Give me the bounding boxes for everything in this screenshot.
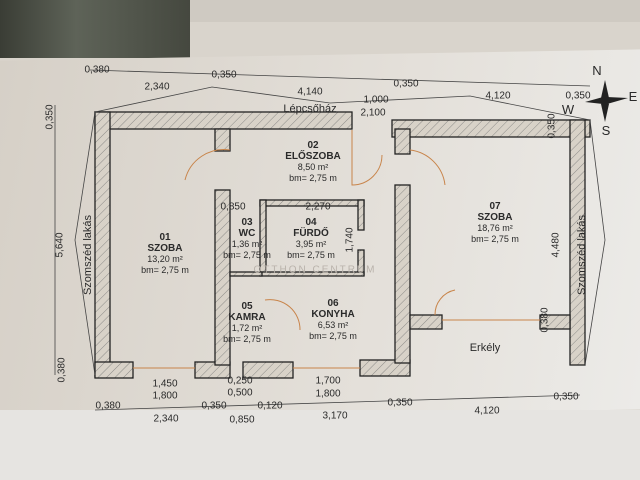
dim-label: 0,380 — [539, 307, 551, 333]
neighbor-right-label: Szomszéd lakás — [576, 214, 588, 296]
lower-sheet — [0, 410, 640, 480]
dim-label: 0,350 — [201, 400, 227, 412]
dim-label: 0,380 — [56, 357, 68, 383]
dim-label: 0,380 — [84, 64, 110, 76]
dim-label: 0,120 — [257, 400, 283, 412]
aerial-photo — [0, 0, 190, 58]
dim-label: 0,500 — [227, 387, 253, 399]
dim-label: 0,380 — [95, 400, 121, 412]
background — [190, 0, 640, 22]
compass-rose-icon — [585, 80, 628, 122]
dim-label: 0,350 — [211, 69, 237, 81]
dim-label: 0,350 — [565, 90, 591, 102]
dim-label: 0,350 — [44, 104, 56, 130]
dim-label: 4,120 — [485, 90, 511, 102]
dim-label: 0,350 — [387, 397, 413, 409]
compass-n: N — [592, 63, 602, 78]
balcony-label: Erkély — [469, 342, 501, 354]
dim-label: 3,170 — [322, 410, 348, 422]
dim-label: 0,350 — [553, 391, 579, 403]
dim-label: 2,340 — [144, 81, 170, 93]
dim-label: 1,000 — [363, 94, 389, 106]
dim-label: 1,740 — [344, 227, 356, 253]
dim-label: 0,250 — [227, 375, 253, 387]
neighbor-left-label: Szomszéd lakás — [82, 214, 94, 296]
dim-label: 4,120 — [474, 405, 500, 417]
dim-label: 5,640 — [54, 232, 66, 258]
dim-label: 1,450 — [152, 378, 178, 390]
dim-label: 1,800 — [152, 390, 178, 402]
compass-e: E — [628, 89, 638, 104]
dim-label: 0,850 — [229, 414, 255, 426]
stair-label: Lépcsőház — [283, 103, 337, 115]
dim-label: 0,850 — [220, 201, 246, 213]
dim-label: 2,340 — [153, 413, 179, 425]
dim-label: 0,350 — [546, 113, 558, 139]
watermark: OTTHON CENTRUM — [253, 264, 377, 276]
compass-s: S — [601, 123, 611, 138]
dim-label: 2,100 — [360, 107, 386, 119]
dim-label: 4,140 — [297, 86, 323, 98]
dim-label: 2,270 — [305, 201, 331, 213]
dim-label: 0,350 — [393, 78, 419, 90]
dim-label: 1,800 — [315, 388, 341, 400]
dim-label: 4,480 — [550, 232, 562, 258]
compass-w: W — [561, 102, 575, 117]
dim-label: 1,700 — [315, 375, 341, 387]
